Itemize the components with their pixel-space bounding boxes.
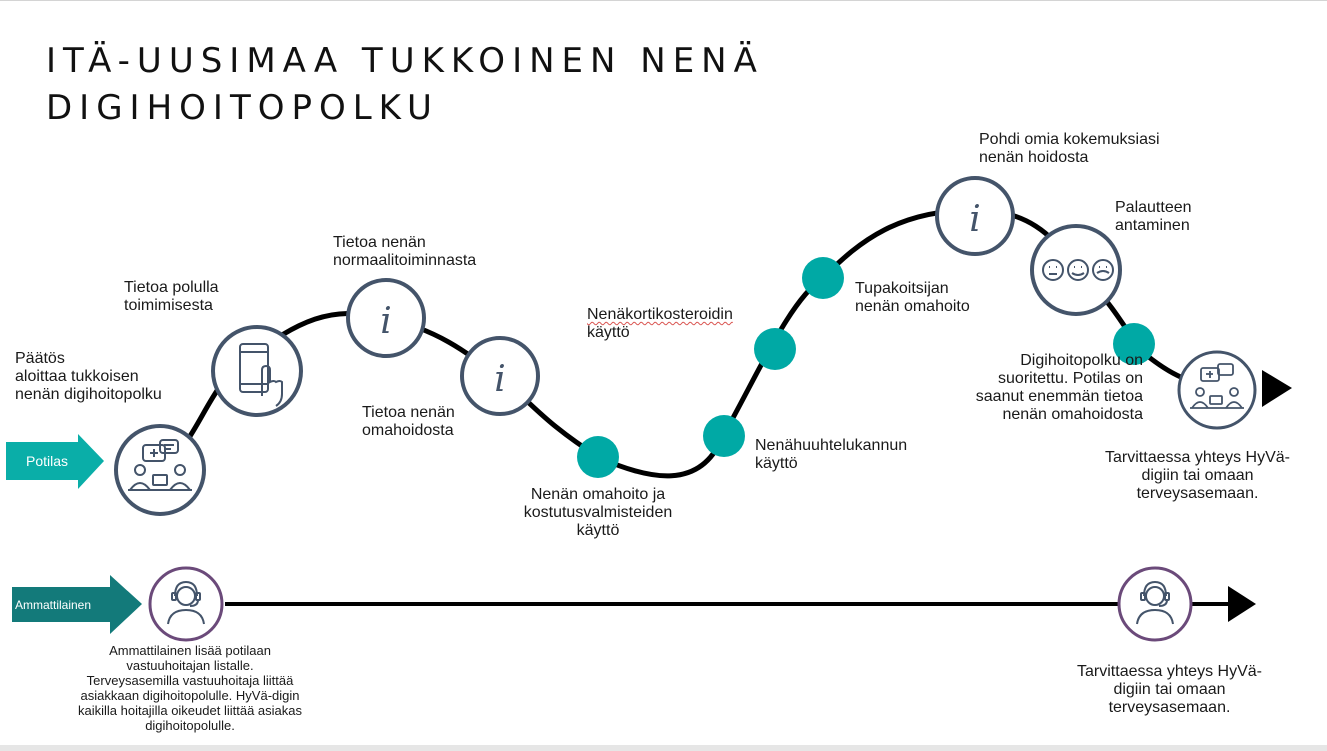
rinse-can-label: Nenähuuhtelukannun käyttö — [755, 437, 907, 473]
patient-lane-tag: Potilas — [6, 434, 104, 489]
completed-label: Digihoitopolku on suoritettu. Potilas on… — [930, 352, 1143, 424]
step-dot-moisturizers — [577, 436, 619, 478]
label-line: Tietoa nenän — [333, 234, 426, 251]
end-contact-label: Tarvittaessa yhteys HyVä- digiin tai oma… — [1090, 449, 1305, 503]
title-line-2: DIGIHOITOPOLKU — [46, 88, 439, 128]
normal-function-node: i — [346, 278, 426, 358]
step-dot-rinse-can — [703, 415, 745, 457]
decision-label: Päätös aloittaa tukkoisen nenän digihoit… — [15, 350, 162, 404]
label-line: vastuuhoitajan listalle. — [126, 658, 254, 673]
label-line: Tietoa polulla — [124, 279, 219, 296]
label-line: nenän omahoidosta — [1002, 406, 1143, 423]
label-line: Tarvittaessa yhteys HyVä- — [1105, 449, 1290, 466]
professional-start-label: Ammattilainen lisää potilaan vastuuhoita… — [40, 643, 340, 733]
consultation-icon — [128, 439, 192, 491]
label-line: terveysasemaan. — [1136, 485, 1259, 502]
end-contact-node — [1177, 350, 1257, 430]
info-icon: i — [380, 301, 392, 342]
patient-lane-label: Potilas — [26, 453, 68, 469]
smokers-label: Tupakoitsijan nenän omahoito — [855, 280, 970, 316]
decision-node — [114, 424, 206, 516]
label-line: nenän digihoitopolku — [15, 386, 162, 403]
label-line: antaminen — [1115, 217, 1190, 234]
label-line: käyttö — [755, 455, 798, 472]
moisturizers-label: Nenän omahoito ja kostutusvalmisteiden k… — [498, 486, 698, 540]
professional-lane-label: Ammattilainen — [15, 598, 91, 612]
label-line: Tietoa nenän — [362, 404, 455, 421]
professional-path-arrowhead — [1228, 586, 1256, 622]
label-line: saanut enemmän tietoa — [975, 388, 1143, 405]
headset-agent-icon — [167, 580, 205, 625]
label-line: Nenähuuhtelukannun — [755, 437, 908, 454]
label-line: käyttö — [587, 324, 630, 341]
bottom-border — [0, 745, 1327, 751]
label-line: Palautteen — [1115, 199, 1192, 216]
label-line: asiakkaan digihoitopolulle. HyVä-digin — [80, 688, 300, 703]
normal-function-label: Tietoa nenän normaalitoiminnasta — [333, 234, 476, 270]
professional-start-node — [148, 566, 224, 642]
path-info-node — [211, 325, 303, 417]
label-line: Terveysasemilla vastuuhoitaja liittää — [86, 673, 294, 688]
label-line: suoritettu. Potilas on — [998, 370, 1143, 387]
label-line: digiin tai omaan — [1141, 467, 1254, 484]
label-line: Pohdi omia kokemuksiasi — [979, 131, 1160, 148]
headset-agent-icon — [1136, 580, 1174, 625]
step-dot-corticosteroids — [754, 328, 796, 370]
label-line: normaalitoiminnasta — [333, 252, 477, 269]
reflect-label: Pohdi omia kokemuksiasi nenän hoidosta — [979, 131, 1160, 167]
label-line: digiin tai omaan — [1113, 681, 1226, 698]
step-dot-smokers — [802, 257, 844, 299]
info-icon: i — [494, 359, 506, 400]
professional-lane-tag: Ammattilainen — [12, 575, 142, 634]
self-care-info-node: i — [460, 336, 540, 416]
label-line: nenän hoidosta — [979, 149, 1089, 166]
label-line: Nenän omahoito ja — [530, 486, 666, 503]
label-line: Nenäkortikosteroidin — [587, 306, 733, 323]
page-title: ITÄ-UUSIMAA TUKKOINEN NENÄ DIGIHOITOPOLK… — [46, 38, 764, 132]
path-info-label: Tietoa polulla toimimisesta — [124, 279, 219, 315]
label-line: käyttö — [576, 522, 620, 539]
label-line: Tupakoitsijan — [855, 280, 949, 297]
tablet-touch-icon — [239, 343, 283, 407]
top-border — [0, 0, 1327, 1]
professional-end-node — [1117, 566, 1193, 642]
step-dot-completed — [1113, 323, 1155, 365]
label-line: nenän omahoito — [855, 298, 970, 315]
title-line-1: ITÄ-UUSIMAA TUKKOINEN NENÄ — [46, 41, 764, 81]
label-line: digihoitopolulle. — [145, 718, 235, 733]
label-line: kostutusvalmisteiden — [523, 504, 673, 521]
consultation-icon — [1190, 363, 1244, 409]
info-icon: i — [969, 199, 981, 240]
feedback-node — [1030, 224, 1122, 316]
corticosteroids-label: Nenäkortikosteroidin käyttö — [587, 306, 733, 342]
label-line: terveysasemaan. — [1108, 699, 1231, 716]
self-care-info-label: Tietoa nenän omahoidosta — [362, 404, 455, 440]
professional-end-label: Tarvittaessa yhteys HyVä- digiin tai oma… — [1062, 663, 1277, 717]
label-line: toimimisesta — [124, 297, 213, 314]
label-line: Digihoitopolku on — [1020, 352, 1143, 369]
patient-path-arrowhead — [1262, 370, 1292, 407]
label-line: Päätös — [15, 350, 65, 367]
reflect-node: i — [935, 176, 1015, 256]
feedback-faces-icon — [1042, 259, 1114, 281]
label-line: kaikilla hoitajilla oikeudet liittää asi… — [77, 703, 302, 718]
label-line: aloittaa tukkoisen — [15, 368, 139, 385]
label-line: Ammattilainen lisää potilaan — [109, 643, 271, 658]
label-line: Tarvittaessa yhteys HyVä- — [1077, 663, 1262, 680]
label-line: omahoidosta — [362, 422, 454, 439]
feedback-label: Palautteen antaminen — [1115, 199, 1192, 235]
